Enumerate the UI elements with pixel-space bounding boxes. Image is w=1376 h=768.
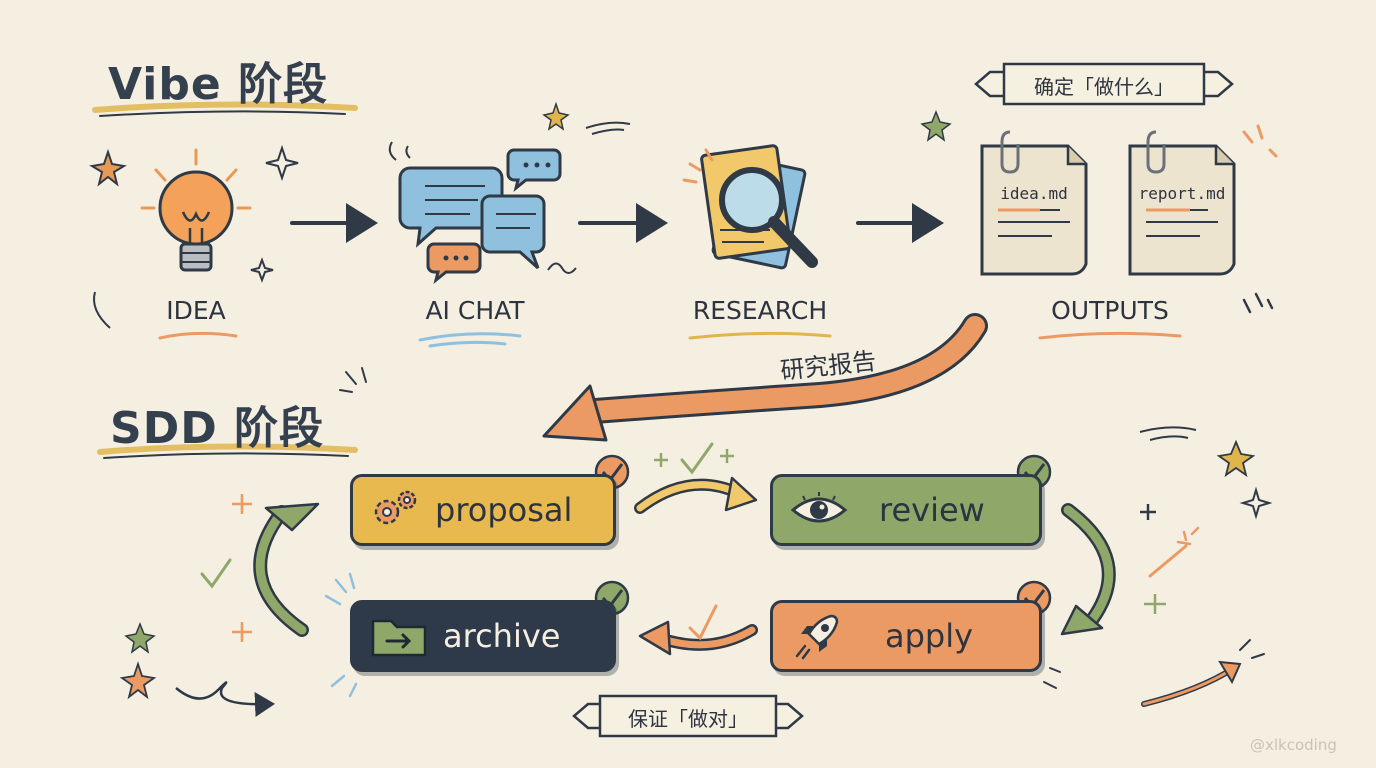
folder-icon: [371, 619, 427, 657]
sdd-banner-ribbon: [572, 694, 804, 738]
vibe-section-title: Vibe 阶段: [108, 59, 329, 110]
step-proposal: proposal: [350, 474, 616, 546]
sdd-title-underline: [97, 443, 358, 459]
vibe-title-underline: [92, 101, 358, 117]
eye-icon: [790, 492, 848, 523]
output-doc-report: report.md: [1138, 184, 1226, 203]
stage-label-ai-chat: AI CHAT: [425, 296, 525, 325]
ai-chat-underline: [418, 332, 522, 348]
sdd-section-title: SDD 阶段: [110, 403, 325, 454]
stage-label-research: RESEARCH: [692, 296, 828, 325]
lightbulb-icon: [89, 144, 299, 329]
research-underline: [688, 331, 832, 340]
output-doc-idea: idea.md: [1000, 184, 1068, 203]
transition-arrow: [542, 313, 988, 442]
step-label-proposal: proposal: [435, 491, 573, 529]
sdd-banner: 保证「做对」: [628, 707, 748, 731]
vibe-banner: 确定「做什么」: [1034, 75, 1174, 99]
decorations: [119, 367, 1273, 718]
step-archive: archive: [350, 600, 616, 672]
stage-label-idea: IDEA: [166, 296, 226, 325]
outputs-underline: [1038, 331, 1182, 340]
cycle-arrows: [253, 476, 1116, 656]
vibe-banner-ribbon: [974, 62, 1234, 106]
step-label-apply: apply: [885, 617, 974, 655]
step-apply: apply: [770, 600, 1042, 672]
idea-underline: [158, 331, 238, 340]
rocket-icon: [795, 614, 839, 660]
chat-bubbles-icon: [388, 101, 631, 284]
watermark: @xlkcoding: [1250, 736, 1337, 754]
stage-label-outputs: OUTPUTS: [1051, 296, 1169, 325]
step-label-archive: archive: [443, 617, 561, 655]
gears-icon: [374, 490, 417, 525]
step-review: review: [770, 474, 1042, 546]
documents-icon: [920, 109, 1278, 314]
magnifier-icon: [682, 144, 818, 270]
step-label-review: review: [879, 491, 985, 529]
